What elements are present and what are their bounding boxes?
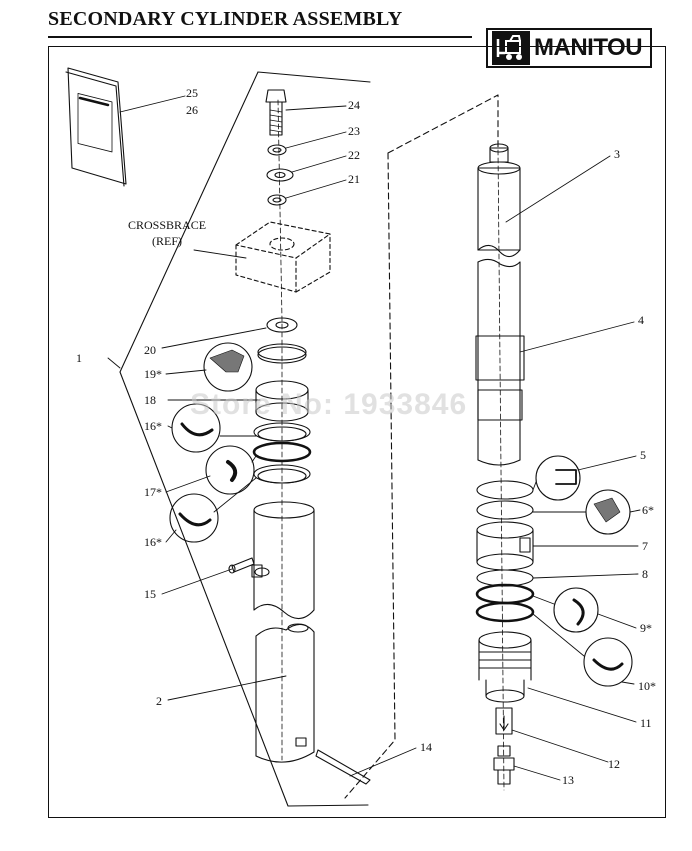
callout-23: 23 <box>348 124 360 138</box>
callout-24: 24 <box>348 98 360 112</box>
centerline-left <box>277 99 283 761</box>
piston-rod <box>477 143 521 258</box>
backup-ring <box>252 441 312 463</box>
piston-rod-head <box>251 501 315 620</box>
assembly-outline-right <box>344 94 499 799</box>
piston <box>478 631 532 703</box>
callout-19: 19* <box>144 367 162 381</box>
callout-7: 7 <box>642 539 648 553</box>
wear-ring <box>476 569 534 587</box>
gland-sleeve <box>476 521 534 571</box>
callout-4: 4 <box>638 313 644 327</box>
piston-washer <box>266 317 298 333</box>
callout-17: 17* <box>144 485 162 499</box>
bushing <box>255 380 309 422</box>
crossbrace-label: CROSSBRACE <box>128 218 206 232</box>
grease-fitting <box>228 557 255 574</box>
hose-fitting <box>493 745 515 785</box>
flat-washer <box>266 168 294 182</box>
callout-3: 3 <box>614 147 620 161</box>
crossbrace-ref-label: (REF) <box>152 234 182 248</box>
callout-1: 1 <box>76 351 82 365</box>
cylinder-barrel <box>255 623 315 763</box>
forklift-logo-icon <box>492 31 530 65</box>
seal-detail-10 <box>583 637 633 687</box>
piston-seal-upper <box>475 583 535 605</box>
callout-20: 20 <box>144 343 156 357</box>
wiper-seal <box>257 343 307 361</box>
callout-22: 22 <box>348 148 360 162</box>
callout-15: 15 <box>144 587 156 601</box>
callout-9: 9* <box>640 621 652 635</box>
piston-seal-lower <box>475 601 535 623</box>
callout-12: 12 <box>608 757 620 771</box>
diagram-frame <box>48 46 666 818</box>
wiper-seal-detail <box>203 342 253 392</box>
guide-ring-upper <box>476 480 534 500</box>
callout-18: 18 <box>144 393 156 407</box>
page-title: SECONDARY CYLINDER ASSEMBLY <box>48 8 403 30</box>
callout-8: 8 <box>642 567 648 581</box>
backup-ring-detail <box>205 445 255 495</box>
callout-26: 26 <box>186 103 198 117</box>
logo-wordmark: MANITOU <box>534 34 643 61</box>
spacer-washer <box>267 194 287 206</box>
callout-5: 5 <box>640 448 646 462</box>
manitou-logo: MANITOU <box>486 28 652 68</box>
centerline-right <box>497 149 505 791</box>
store-watermark: Store No: 1933846 <box>190 388 468 421</box>
seal-detail-5 <box>535 455 581 501</box>
inner-tube <box>475 258 525 466</box>
crossbrace-ref <box>235 221 331 293</box>
manual-booklet <box>65 67 127 187</box>
o-ring-detail-lower <box>169 493 219 543</box>
callout-13: 13 <box>562 773 574 787</box>
callout-6: 6* <box>642 503 654 517</box>
bolt <box>265 89 287 136</box>
title-underline <box>48 36 472 38</box>
seal-detail-9 <box>553 587 599 633</box>
callout-21: 21 <box>348 172 360 186</box>
callout-25: 25 <box>186 86 198 100</box>
callout-14: 14 <box>420 740 432 754</box>
assembly-outline-left <box>119 71 371 807</box>
callout-16-lower: 16* <box>144 535 162 549</box>
leader-lines <box>107 95 641 781</box>
callout-16-upper: 16* <box>144 419 162 433</box>
lock-washer <box>267 144 287 156</box>
callout-2: 2 <box>156 694 162 708</box>
check-valve <box>495 707 513 735</box>
retaining-pin <box>315 749 371 785</box>
callout-10: 10* <box>638 679 656 693</box>
callout-11: 11 <box>640 716 652 730</box>
